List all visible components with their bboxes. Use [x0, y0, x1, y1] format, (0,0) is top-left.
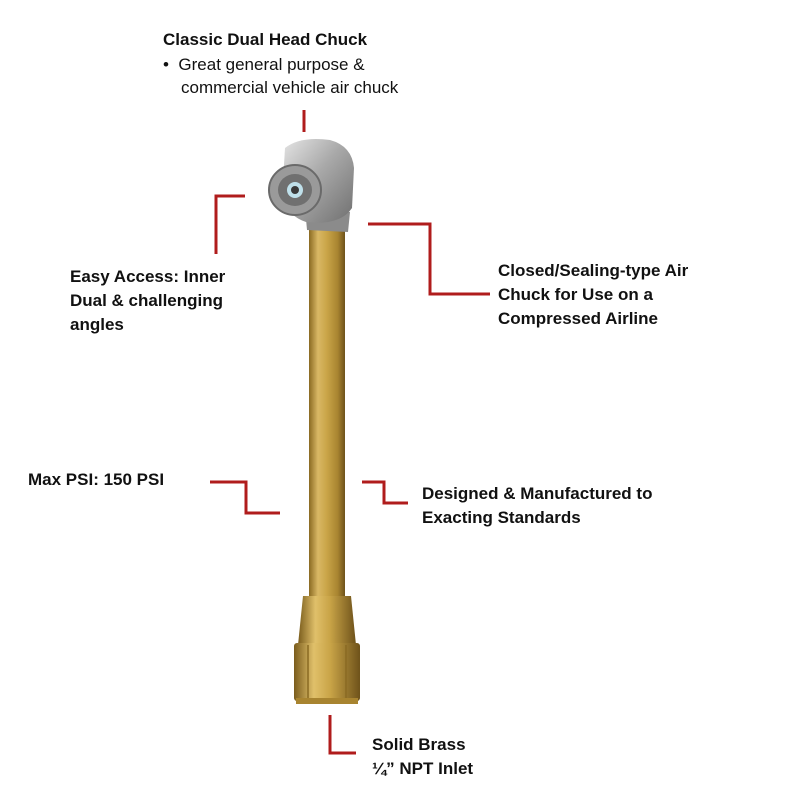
callout-designed: Designed & Manufactured to Exacting Stan… [422, 482, 652, 530]
leader-closed-sealing [368, 222, 490, 296]
callout-max-psi: Max PSI: 150 PSI [28, 470, 165, 489]
closed-sealing-line3: Compressed Airline [498, 309, 658, 328]
brass-fitting [294, 596, 360, 704]
leader-easy-access [214, 194, 245, 254]
designed-line1: Designed & Manufactured to [422, 484, 653, 503]
callout-top-bullet: • Great general purpose & [163, 54, 365, 76]
callout-closed-sealing: Closed/Sealing-type Air Chuck for Use on… [498, 259, 688, 331]
leader-max-psi [210, 480, 280, 515]
callout-easy-access: Easy Access: Inner Dual & challenging an… [70, 265, 225, 337]
callout-brass: Solid Brass ¼” NPT Inlet [372, 733, 473, 781]
closed-sealing-line1: Closed/Sealing-type Air [498, 261, 689, 280]
designed-line2: Exacting Standards [422, 508, 581, 527]
easy-access-line1: Easy Access: Inner [70, 267, 226, 286]
callout-top-title: Classic Dual Head Chuck [163, 30, 368, 49]
leader-designed [362, 480, 408, 505]
brass-line2: ¼” NPT Inlet [372, 759, 474, 778]
closed-sealing-line2: Chuck for Use on a [498, 285, 653, 304]
callout-top-bullet-text: Great general purpose & [178, 55, 365, 74]
chuck-head [268, 139, 354, 223]
brass-tube [309, 222, 345, 600]
leader-brass [328, 715, 356, 755]
brass-line1: Solid Brass [372, 735, 466, 754]
easy-access-line3: angles [70, 315, 124, 334]
bullet-dot: • [163, 55, 179, 74]
easy-access-line2: Dual & challenging [70, 291, 224, 310]
callout-top-bullet-cont: commercial vehicle air chuck [181, 78, 399, 97]
